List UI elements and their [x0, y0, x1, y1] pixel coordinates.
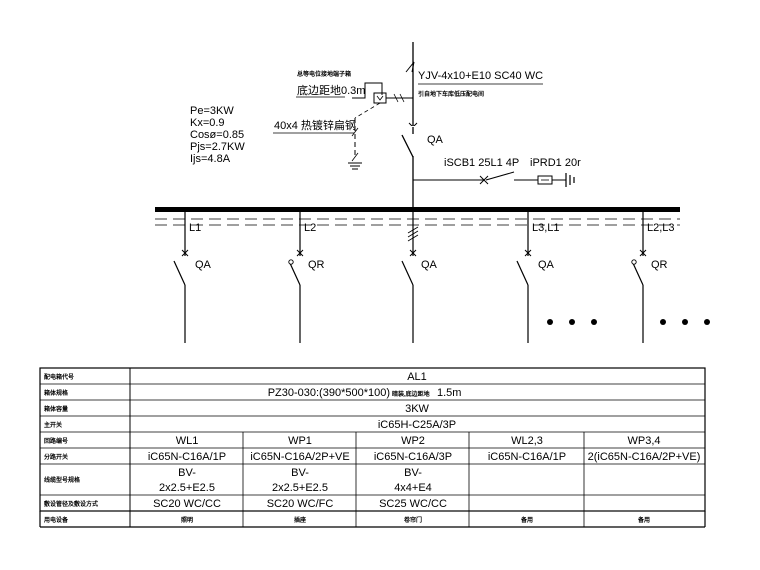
branch-1-phase: L1 [189, 222, 201, 234]
spd-breaker-x2 [479, 175, 489, 185]
branch-5: L2,L3 QR [631, 212, 675, 343]
feeder-tick [405, 61, 415, 73]
earth-tick2 [351, 152, 359, 162]
svg-text:WP1: WP1 [288, 435, 312, 447]
svg-text:WP3,4: WP3,4 [627, 435, 660, 447]
svg-text:BV-: BV- [291, 467, 309, 479]
circuit-wp2: WP2 iC65N-C16A/3P BV- 4x4+E4 SC25 WC/CC … [374, 435, 452, 524]
ground-icon [348, 162, 362, 170]
cable-note: 引自地下车库低压配电间 [418, 90, 484, 98]
param-pjs: Pjs=2.7KW [190, 141, 245, 153]
capacity-value: 3KW [405, 403, 429, 415]
branch-5-switch: QR [651, 259, 668, 271]
main-switch-symbol [400, 122, 426, 158]
box-spec-height: 1.5m [437, 387, 461, 399]
svg-text:iC65N-C16A/2P+VE: iC65N-C16A/2P+VE [250, 451, 349, 463]
terminal-tick1 [393, 93, 399, 103]
terminal-tick2 [399, 93, 405, 103]
spd-breaker-blade [485, 171, 515, 181]
svg-text:照明: 照明 [181, 516, 193, 524]
schedule-table [39, 367, 706, 512]
param-ijs: Ijs=4.8A [190, 153, 231, 165]
branch-4-switch: QA [538, 259, 555, 271]
label-conduit: 敷设管径及敷设方式 [44, 500, 98, 508]
svg-text:SC20 WC/FC: SC20 WC/FC [267, 498, 334, 510]
branch-2-phase: L2 [304, 222, 316, 234]
earth-terminal-box [373, 92, 387, 104]
earth-link-line [352, 82, 383, 99]
svg-text:卷帘门: 卷帘门 [403, 516, 422, 524]
svg-text:BV-: BV- [178, 467, 196, 479]
svg-text:4x4+E4: 4x4+E4 [394, 482, 432, 494]
label-cable: 线缆型号规格 [44, 476, 81, 484]
svg-text:备用: 备用 [637, 516, 650, 524]
device-row [39, 511, 706, 528]
svg-text:2x2.5+E2.5: 2x2.5+E2.5 [159, 482, 215, 494]
cable-spec: YJV-4x10+E10 SC40 WC [418, 70, 543, 82]
label-main-switch: 主开关 [44, 421, 62, 429]
svg-text:WL2,3: WL2,3 [511, 435, 543, 447]
main-busbar [155, 207, 680, 212]
svg-text:SC25 WC/CC: SC25 WC/CC [379, 498, 447, 510]
branch-4: L3,L1 QA [516, 212, 560, 343]
svg-text:BV-: BV- [404, 467, 422, 479]
svg-text:插座: 插座 [294, 516, 306, 524]
label-box-code: 配电箱代号 [44, 373, 74, 381]
circuit-wp1: WP1 iC65N-C16A/2P+VE BV- 2x2.5+E2.5 SC20… [250, 435, 349, 524]
branch-3: QA [401, 212, 438, 343]
spd-label: iSCB1 25L1 4P [444, 157, 519, 169]
circuit-wl1: WL1 iC65N-C16A/1P BV- 2x2.5+E2.5 SC20 WC… [148, 435, 226, 524]
svg-text:SC20 WC/CC: SC20 WC/CC [153, 498, 221, 510]
circuit-wp34: WP3,4 2(iC65N-C16A/2P+VE) 备用 [588, 435, 701, 524]
label-branch-switch: 分路开关 [44, 453, 68, 461]
param-pe: Pe=3KW [190, 105, 234, 117]
flat-bar-label: 40x4 热镀锌扁钢 [274, 118, 356, 132]
branch-3-switch: QA [421, 259, 438, 271]
continuation-dots [547, 319, 710, 325]
earth-tick [351, 127, 359, 137]
svg-text:WL1: WL1 [176, 435, 199, 447]
branch-1-switch: QA [195, 259, 212, 271]
box-spec-main: PZ30-030:(390*500*100) [268, 387, 390, 399]
label-device: 用电设备 [43, 516, 69, 524]
label-box-spec: 箱体规格 [44, 389, 69, 397]
svg-text:iC65N-C16A/1P: iC65N-C16A/1P [488, 451, 566, 463]
main-switch-value: iC65H-C25A/3P [378, 419, 456, 431]
iprd-ground-icon [565, 173, 575, 187]
circuit-wl23: WL2,3 iC65N-C16A/1P 备用 [488, 435, 566, 524]
note-line1: 总等电位接地端子箱 [297, 70, 351, 78]
svg-text:备用: 备用 [520, 516, 533, 524]
branch-2: L2 QR [288, 212, 325, 343]
label-capacity: 箱体容量 [44, 405, 68, 413]
terminal-down-line [354, 102, 381, 119]
svg-text:2(iC65N-C16A/2P+VE): 2(iC65N-C16A/2P+VE) [588, 451, 701, 463]
box-spec-mount: 暗装,底边距地 [392, 390, 430, 398]
param-kx: Kx=0.9 [190, 117, 225, 129]
main-switch-label: QA [427, 134, 444, 146]
branch-4-phase: L3,L1 [532, 222, 560, 234]
branch-2-switch: QR [308, 259, 325, 271]
svg-text:iC65N-C16A/1P: iC65N-C16A/1P [148, 451, 226, 463]
label-circuit-code: 回路编号 [44, 437, 68, 445]
note-line2: 底边距地0.3m [297, 83, 365, 97]
svg-text:iC65N-C16A/3P: iC65N-C16A/3P [374, 451, 452, 463]
svg-text:2x2.5+E2.5: 2x2.5+E2.5 [272, 482, 328, 494]
param-cos: Cosø=0.85 [190, 129, 244, 141]
branch-5-phase: L2,L3 [647, 222, 675, 234]
svg-text:WP2: WP2 [401, 435, 425, 447]
branch-1: L1 QA [173, 212, 212, 343]
box-code-value: AL1 [407, 371, 427, 383]
iprd-label: iPRD1 20r [530, 157, 581, 169]
earth-terminal-mark [376, 95, 384, 101]
